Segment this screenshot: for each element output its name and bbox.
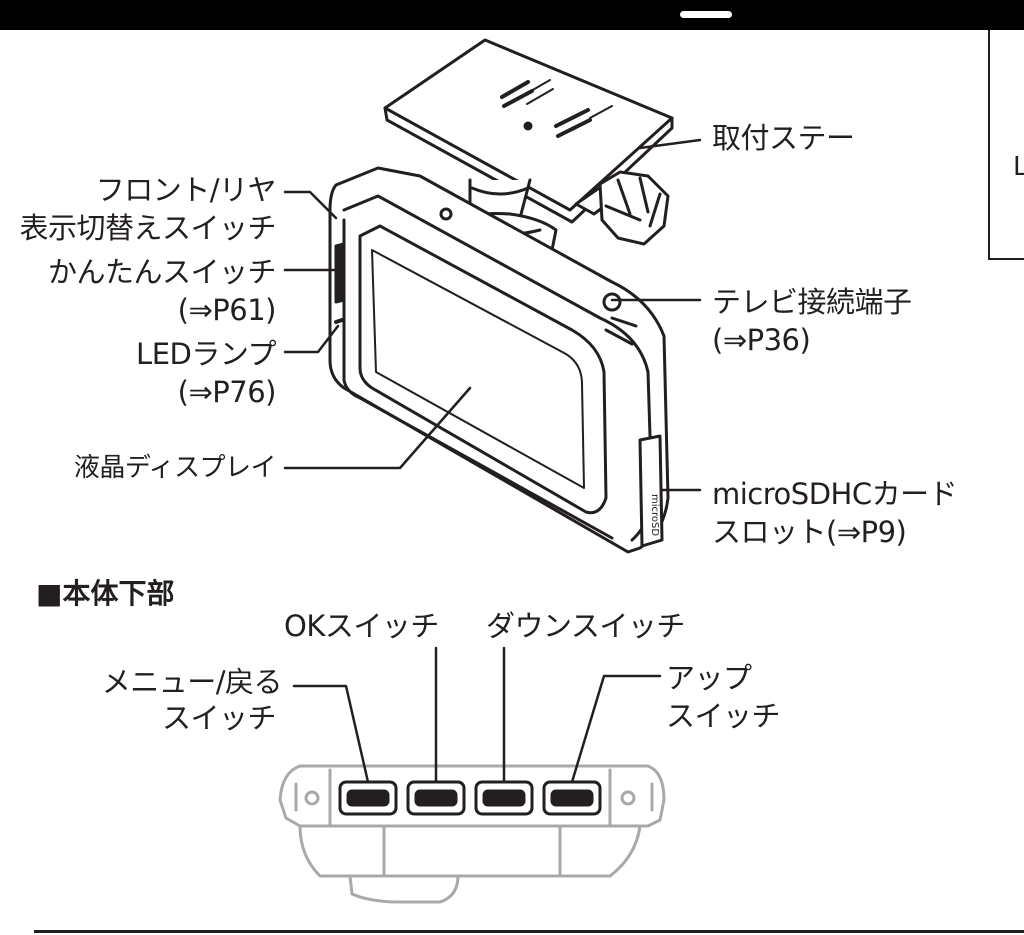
home-indicator[interactable] [680,11,732,18]
leader-lines [283,138,702,492]
camera-body [328,166,670,554]
label-led-lamp-ref: (⇒P76) [177,375,277,409]
side-panel-frame [988,30,1024,260]
bottom-view-body [278,764,666,904]
section-heading: ■本体下部 [36,577,175,610]
mount-stay-plate [383,38,674,224]
side-panel-letter: L [1013,152,1024,182]
label-down-switch: ダウンスイッチ [486,609,685,643]
label-lcd-display: 液晶ディスプレイ [73,453,277,483]
label-easy-switch-ref: (⇒P61) [177,293,277,327]
label-led-lamp: LEDランプ [136,337,276,371]
label-easy-switch: かんたんスイッチ [47,255,277,289]
label-menu-switch-line1: メニュー/戻る [101,665,283,699]
label-sd-slot-line2: スロット(⇒P9) [712,515,907,549]
label-tv-terminal-ref: (⇒P36) [712,323,811,357]
label-menu-switch-line2: スイッチ [161,701,277,735]
bottom-rule [34,930,1024,933]
label-sd-slot-line1: microSDHCカード [712,477,958,511]
label-ok-switch: OKスイッチ [284,609,439,643]
status-bar [0,0,1024,30]
label-front-rear-switch-line2: 表示切替えスイッチ [19,211,276,245]
label-mount-stay: 取付ステー [712,121,855,155]
label-up-switch-line2: スイッチ [666,699,781,733]
label-front-rear-switch-line1: フロント/リヤ [95,173,277,207]
label-up-switch-line1: アップ [666,661,752,695]
bottom-leader-lines [292,646,662,784]
sd-slot-marking: microSD [649,494,660,536]
label-tv-terminal: テレビ接続端子 [712,285,912,319]
